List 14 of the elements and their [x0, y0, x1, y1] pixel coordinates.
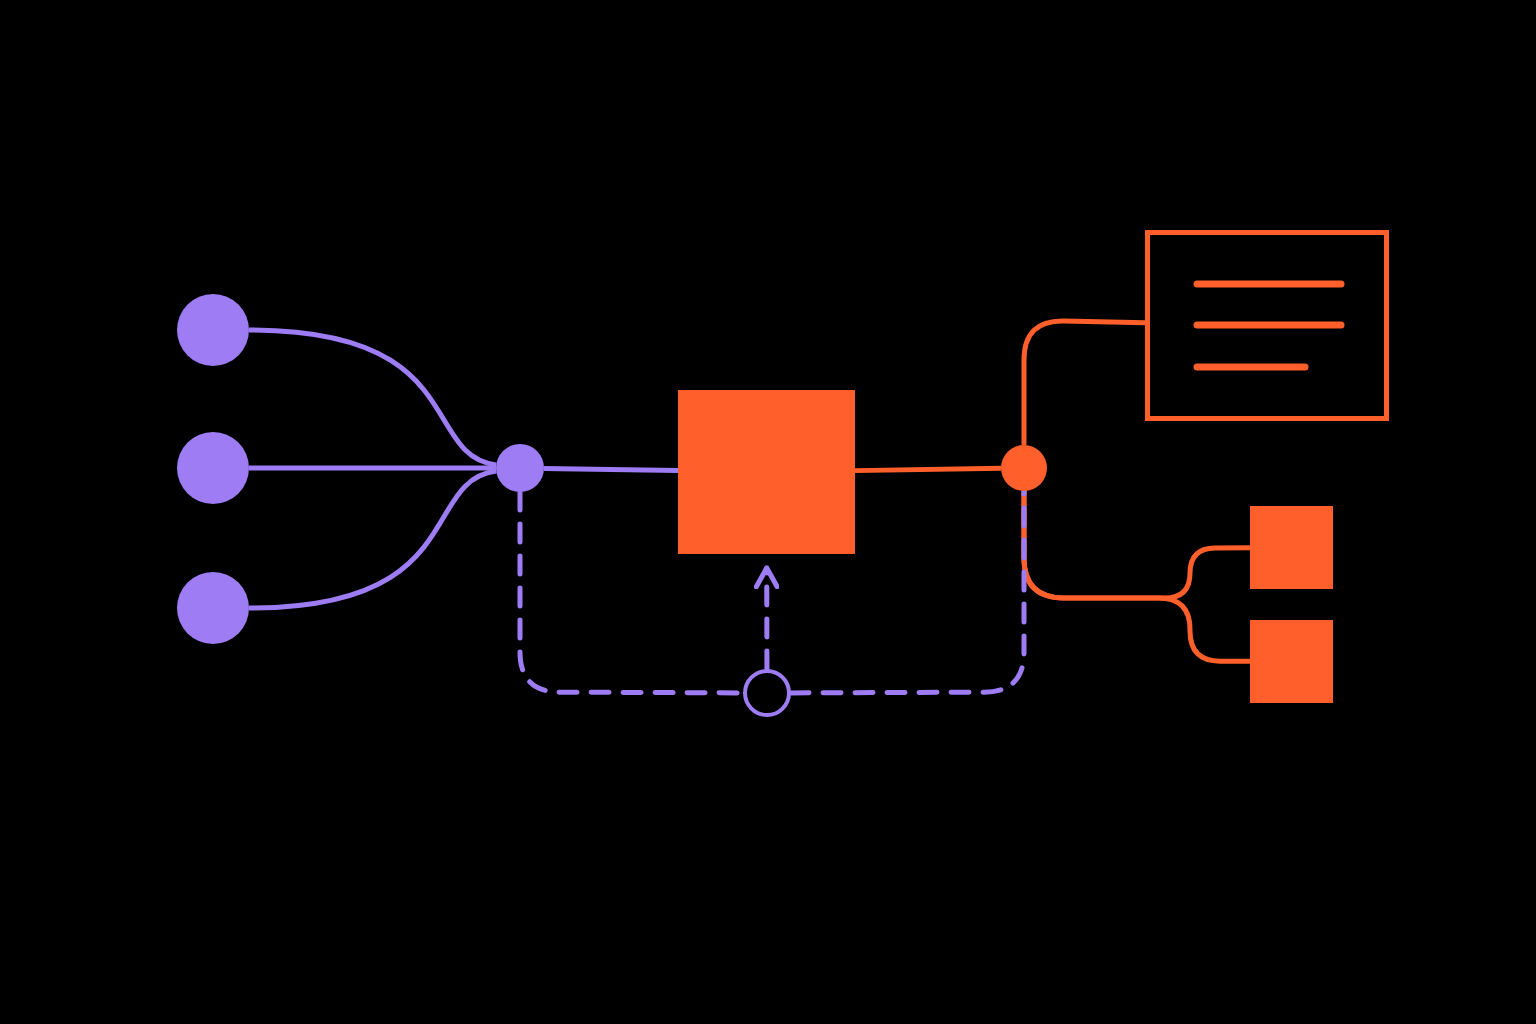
connector: [1021, 318, 1146, 445]
connector: [1021, 491, 1250, 664]
junction-dot: [1001, 445, 1047, 491]
square-node: [678, 390, 855, 554]
connector: [248, 468, 497, 611]
document-box: [1145, 230, 1389, 421]
square-node: [1250, 620, 1333, 703]
connector: [854, 465, 1002, 474]
dashed-connector: [753, 565, 780, 672]
junction-dot: [496, 444, 544, 492]
square-node: [1250, 506, 1333, 589]
connector: [543, 465, 679, 474]
connector: [248, 327, 497, 468]
connector: [249, 465, 496, 471]
